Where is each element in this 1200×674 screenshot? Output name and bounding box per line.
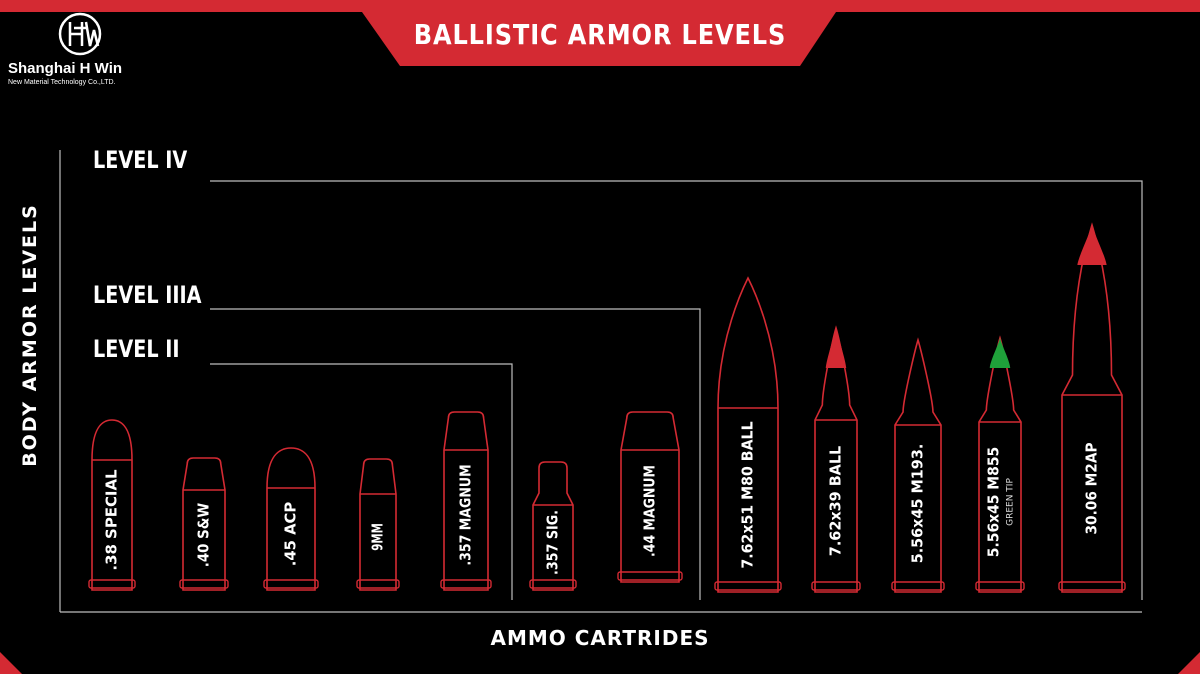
cartridge-label: .44 MAGNUM [641,465,659,557]
cartridge-4: 9MM [356,458,400,591]
cartridge-9: 7.62x39 BALL [811,325,861,593]
cartridge-outline [717,276,779,593]
bullet-tip [825,328,847,368]
cartridge-rim [1058,581,1126,591]
cartridge-outline [443,411,489,591]
cartridge-6: .357 SIG. [529,461,577,591]
cartridge-3: .45 ACP [263,447,319,591]
cartridge-outline [1061,222,1123,593]
level-ii-bracket [210,363,513,600]
cartridge-label: 9MM [369,523,387,551]
y-axis-label-text: BODY ARMOR LEVELS [19,203,41,467]
company-name: Shanghai H Win [8,60,123,77]
cartridge-rim [714,581,782,591]
cartridge-outline [620,411,680,583]
level-iv-bracket [210,180,1143,600]
company-subtitle: New Material Technology Co.,LTD. [8,79,116,86]
header-bar [0,0,1200,66]
cartridge-10: 5.56x45 M193. [891,337,945,593]
cartridge-2: .40 S&W [179,457,229,591]
cartridge-label: .45 ACP [282,502,300,566]
cartridge-label: 30.06 M2AP [1083,442,1101,534]
corner-accent-left [0,652,22,674]
level-iiia-bracket [210,308,701,600]
cartridge-label: 5.56x45 M193. [909,444,927,564]
cartridge-rim [88,579,136,589]
cartridge-label: 7.62x39 BALL [827,445,845,556]
page-title: BALLISTIC ARMOR LEVELS [413,17,787,51]
level-iv-label: LEVEL IV [93,146,188,174]
cartridge-outline [532,461,574,591]
cartridge-rim [617,571,683,581]
cartridge-1: .38 SPECIAL [88,419,136,591]
cartridge-8: 7.62x51 M80 BALL [714,276,782,593]
cartridge-label: 5.56x45 M855 [985,447,1003,557]
cartridge-rim [529,579,577,589]
level-ii-label: LEVEL II [93,335,180,363]
cartridge-rim [356,579,400,589]
cartridge-label: .38 SPECIAL [103,469,121,571]
cartridge-rim [263,579,319,589]
cartridge-5: .357 MAGNUM [440,411,492,591]
cartridge-rim [975,581,1025,591]
hw-monogram-icon [58,12,102,56]
level-iiia-label: LEVEL IIIA [93,281,202,309]
cartridge-rim [891,581,945,591]
cartridge-label: 7.62x51 M80 BALL [739,421,757,569]
cartridge-label: .40 S&W [195,502,213,567]
cartridge-rim [811,581,861,591]
cartridge-outline [359,458,397,591]
cartridge-outline [894,337,942,593]
cartridge-outline [182,457,226,591]
cartridge-label: .357 SIG. [544,510,562,575]
cartridge-rim [179,579,229,589]
corner-accent-right [1178,652,1200,674]
cartridges-group: .38 SPECIAL .40 S&W .45 ACP 9MM .357 MAGNUM.… [88,222,1126,593]
bullet-tip [989,338,1011,368]
axis-lines [59,150,1142,613]
cartridge-sublabel: GREEN TIP [1006,478,1016,526]
cartridge-outline [814,325,858,593]
cartridge-label: .357 MAGNUM [457,464,475,565]
x-axis-label: AMMO CARTRIDES [490,626,710,650]
bullet-tip [1077,225,1107,265]
cartridge-rim [440,579,492,589]
cartridge-7: .44 MAGNUM [617,411,683,583]
cartridge-12: 30.06 M2AP [1058,222,1126,593]
